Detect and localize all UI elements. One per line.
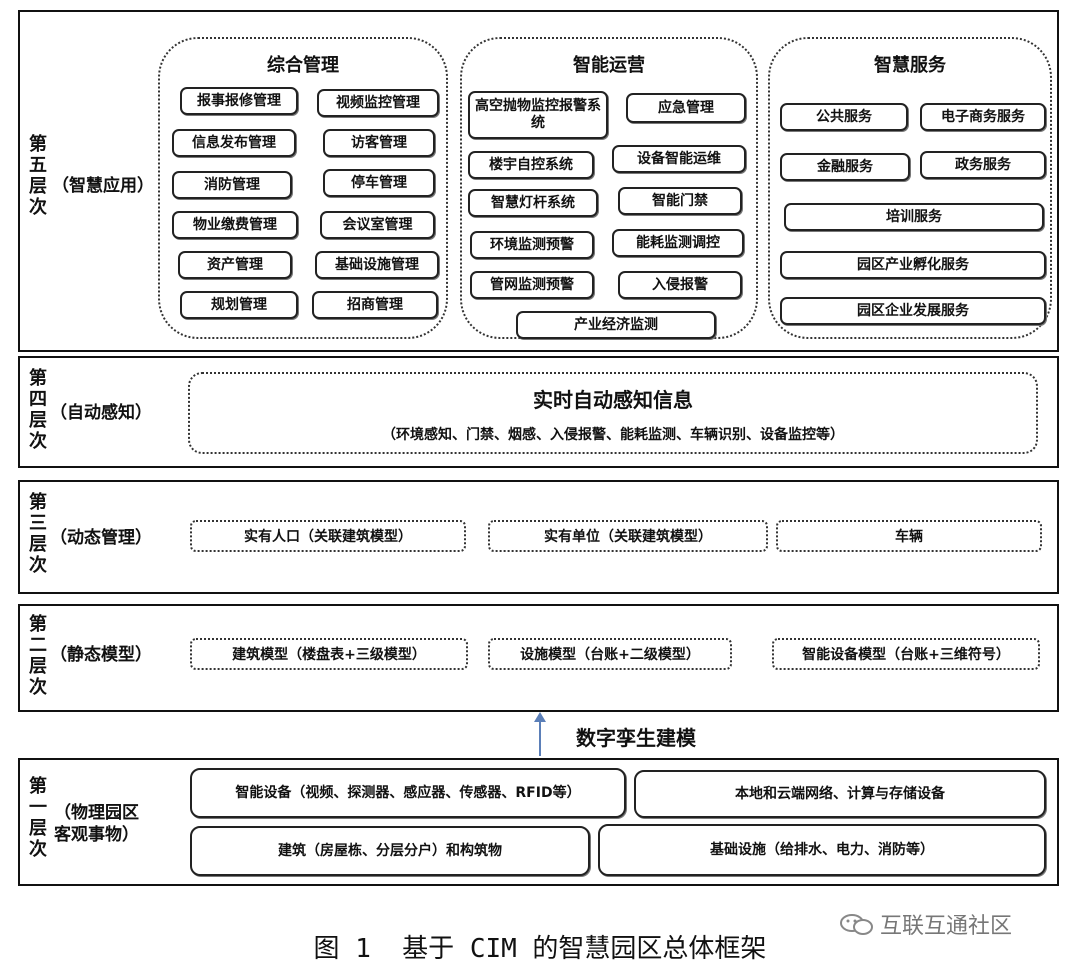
physical-building: 建筑（房屋栋、分层分户）和构筑物 [190, 826, 590, 876]
item-peixun: 培训服务 [784, 203, 1044, 231]
layer-2: 第 二 层 次 （静态模型） 建筑模型（楼盘表+三级模型） 设施模型（台账+二级… [18, 604, 1059, 712]
item-zichan: 资产管理 [178, 251, 292, 279]
item-nenghao: 能耗监测调控 [612, 229, 744, 257]
arrow-label: 数字孪生建模 [576, 726, 696, 750]
static-device-model: 智能设备模型（台账+三维符号） [772, 638, 1040, 670]
item-guanwang: 管网监测预警 [470, 271, 594, 299]
item-shebei: 设备智能运维 [612, 145, 746, 173]
item-baoshi: 报事报修管理 [180, 87, 298, 115]
item-qiye: 园区企业发展服务 [780, 297, 1046, 325]
dynamic-vehicle: 车辆 [776, 520, 1042, 552]
wechat-icon [840, 914, 873, 935]
item-fangke: 访客管理 [323, 129, 435, 157]
item-yingji: 应急管理 [626, 93, 746, 123]
item-jichu: 基础设施管理 [315, 251, 439, 279]
group-zonghe-title: 综合管理 [267, 55, 339, 76]
watermark-text: 互联互通社区 [880, 914, 1013, 939]
layer-2-label: 第 二 层 次 [29, 614, 47, 698]
layer-3-paren: （动态管理） [50, 528, 152, 548]
group-zhineng-title: 智能运营 [573, 55, 645, 76]
item-menjin: 智能门禁 [618, 187, 742, 215]
layer-1: 第 一 层 次 （物理园区 客观事物） 智能设备（视频、探测器、感应器、传感器、… [18, 758, 1059, 886]
layer-5: 第 五 层 次 （智慧应用） 综合管理 报事报修管理 视频监控管理 信息发布管理… [18, 10, 1059, 352]
group-fuwu: 智慧服务 公共服务 电子商务服务 金融服务 政务服务 培训服务 园区产业孵化服务… [768, 37, 1052, 339]
physical-infrastructure: 基础设施（给排水、电力、消防等） [598, 824, 1046, 876]
group-zonghe: 综合管理 报事报修管理 视频监控管理 信息发布管理 访客管理 消防管理 停车管理… [158, 37, 448, 339]
item-shipin: 视频监控管理 [317, 89, 439, 117]
item-chanye: 产业经济监测 [516, 311, 716, 339]
layer-5-paren: （智慧应用） [52, 176, 154, 196]
item-zhengwu: 政务服务 [920, 151, 1046, 179]
item-gonggong: 公共服务 [780, 103, 908, 131]
layer-3-label: 第 三 层 次 [29, 492, 47, 576]
figure-caption: 图 1 基于 CIM 的智慧园区总体框架 [313, 934, 767, 964]
static-facility-model: 设施模型（台账+二级模型） [488, 638, 732, 670]
dynamic-population: 实有人口（关联建筑模型） [190, 520, 466, 552]
item-jinrong: 金融服务 [780, 153, 910, 181]
layer-5-label: 第 五 层 次 [29, 134, 47, 218]
layer-3: 第 三 层 次 （动态管理） 实有人口（关联建筑模型） 实有单位（关联建筑模型）… [18, 480, 1059, 594]
item-gaokong: 高空抛物监控报警系统 [468, 91, 608, 139]
static-building-model: 建筑模型（楼盘表+三级模型） [190, 638, 468, 670]
item-louyu: 楼宇自控系统 [468, 151, 594, 179]
group-zhineng: 智能运营 高空抛物监控报警系统 应急管理 楼宇自控系统 设备智能运维 智慧灯杆系… [460, 37, 758, 339]
up-arrow-icon [534, 712, 546, 756]
layer-1-label: 第 一 层 次 [29, 776, 47, 860]
item-ruqin: 入侵报警 [618, 271, 742, 299]
perception-box: 实时自动感知信息 （环境感知、门禁、烟感、入侵报警、能耗监测、车辆识别、设备监控… [188, 372, 1038, 454]
item-dianzi: 电子商务服务 [920, 103, 1046, 131]
item-xinxi: 信息发布管理 [172, 129, 296, 157]
watermark: 互联互通社区 [838, 908, 1012, 940]
item-zhaoshang: 招商管理 [312, 291, 438, 319]
item-tingche: 停车管理 [323, 169, 435, 197]
layer-4-label: 第 四 层 次 [29, 368, 47, 452]
layer-4: 第 四 层 次 （自动感知） 实时自动感知信息 （环境感知、门禁、烟感、入侵报警… [18, 356, 1059, 468]
physical-network: 本地和云端网络、计算与存储设备 [634, 770, 1046, 818]
perception-subtitle: （环境感知、门禁、烟感、入侵报警、能耗监测、车辆识别、设备监控等） [382, 427, 844, 443]
layer-4-paren: （自动感知） [50, 403, 152, 423]
perception-title: 实时自动感知信息 [533, 388, 693, 412]
item-fuhua: 园区产业孵化服务 [780, 251, 1046, 279]
item-guihua: 规划管理 [180, 291, 298, 319]
dynamic-unit: 实有单位（关联建筑模型） [488, 520, 768, 552]
item-wuye: 物业缴费管理 [172, 211, 298, 239]
item-denggan: 智慧灯杆系统 [468, 189, 598, 217]
item-huiyi: 会议室管理 [320, 211, 435, 239]
group-fuwu-title: 智慧服务 [874, 55, 946, 76]
item-xiaofang: 消防管理 [172, 171, 292, 199]
item-huanjing: 环境监测预警 [470, 231, 594, 259]
layer-2-paren: （静态模型） [50, 645, 152, 665]
layer-1-paren: （物理园区 客观事物） [54, 803, 139, 845]
physical-smart-devices: 智能设备（视频、探测器、感应器、传感器、RFID等） [190, 768, 626, 818]
